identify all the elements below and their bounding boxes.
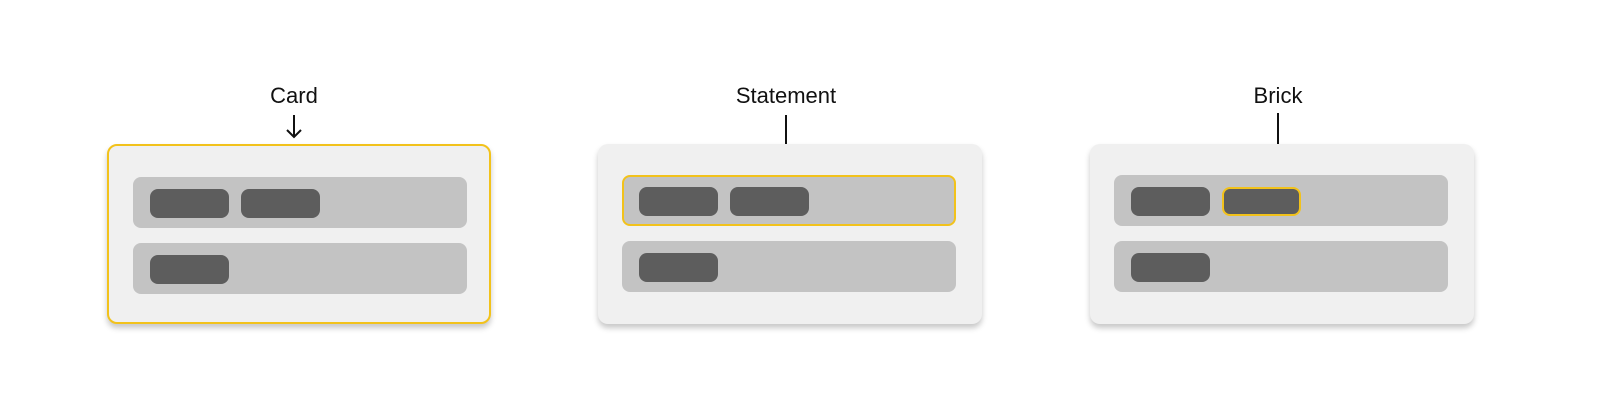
brick [639,187,718,216]
brick [730,187,809,216]
statement-row [622,241,956,292]
statement-label: Statement [735,83,837,108]
brick-label: Brick [1253,83,1303,108]
brick [241,189,320,218]
statement-row [622,175,956,226]
card [107,144,491,324]
statement-row [1114,241,1448,292]
brick [150,189,229,218]
statement-row [133,243,467,294]
brick [1131,187,1210,216]
brick [639,253,718,282]
card [1090,144,1474,324]
brick [150,255,229,284]
statement-panel: Statement [598,0,982,401]
card-panel: Card [107,0,491,401]
brick [1131,253,1210,282]
statement-row [133,177,467,228]
card [598,144,982,324]
brick-panel: Brick [1090,0,1474,401]
brick [1222,187,1301,216]
card-pointer-arrow-icon [286,115,302,139]
card-label: Card [270,83,318,108]
statement-row [1114,175,1448,226]
